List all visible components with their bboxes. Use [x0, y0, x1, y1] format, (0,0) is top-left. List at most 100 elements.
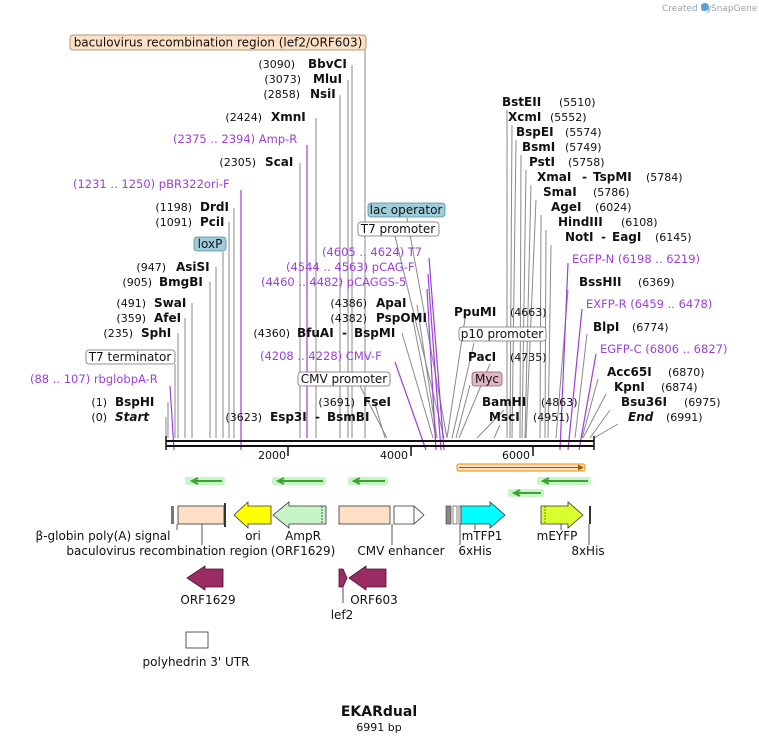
mtfp1-feature [460, 501, 506, 529]
pcii-position: (1091) [155, 216, 192, 229]
scale-tick-2000: 2000 [258, 449, 286, 462]
asisi-label: AsiSI [176, 260, 210, 274]
plasmid-size: 6991 bp [356, 721, 401, 734]
meyfp-label: mEYFP [537, 529, 578, 543]
green-arrow-1-icon [185, 477, 225, 485]
scale-tick-6000: 6000 [502, 449, 530, 462]
his8-label: 8xHis [571, 544, 604, 558]
bsteii-position: (5510) [559, 96, 596, 109]
blpi-position: (6774) [632, 321, 669, 334]
pspomi-position: (4382) [330, 312, 367, 325]
kpni-position: (6874) [661, 381, 698, 394]
bglobin-polya-label: β-globin poly(A) signal [36, 529, 171, 543]
rbglobpa-primer-label: (88 .. 107) rbglobpA-R [30, 372, 158, 386]
ori-feature [233, 501, 272, 529]
baculo-region-label: baculovirus recombination region (lef2/O… [69, 34, 367, 51]
acc65i-position: (6870) [668, 366, 705, 379]
msci-position: (4951) [533, 411, 570, 424]
ampr-primer-label: (2375 .. 2394) Amp-R [173, 132, 297, 146]
green-arrow-3-icon [348, 477, 388, 485]
hindiii-position: (6108) [621, 216, 658, 229]
smai-position: (5786) [593, 186, 630, 199]
orf1629-feature [186, 565, 224, 591]
bsu36i-position: (6975) [684, 396, 721, 409]
drdi-position: (1198) [155, 201, 192, 214]
msci-label: MscI [489, 410, 520, 424]
afei-position: (359) [116, 312, 146, 325]
bspei-position: (5574) [565, 126, 602, 139]
primer-lines [169, 145, 597, 451]
svg-text:loxP: loxP [198, 237, 223, 251]
cmv-promoter-label: CMV promoter [297, 371, 391, 387]
fsei-position: (3691) [318, 396, 355, 409]
esp3i-position: (3623) [225, 411, 262, 424]
ori-label: ori [245, 529, 261, 543]
orf-orange-bar [456, 463, 586, 472]
eagi-dash: - [601, 230, 606, 244]
bamhi-position: (4863) [541, 396, 578, 409]
loxp-label: loxP [193, 236, 227, 252]
paci-position: (4735) [510, 351, 547, 364]
green-arrow-2-icon [272, 477, 326, 485]
ampr-label: AmpR [285, 529, 321, 543]
tspmi-position: (5784) [646, 171, 683, 184]
ampr-orf1629-label: (ORF1629) [271, 544, 336, 558]
lef2-feature [338, 568, 348, 603]
svg-text:baculovirus recombination regi: baculovirus recombination region (lef2/O… [74, 36, 363, 50]
start-label: Start [115, 410, 150, 424]
bspei-label: BspEI [516, 125, 554, 139]
apai-label: ApaI [376, 296, 406, 310]
psti-label: PstI [529, 155, 555, 169]
svg-text:T7 promoter: T7 promoter [360, 222, 436, 236]
asisi-position: (947) [136, 261, 166, 274]
xmni-label: XmnI [271, 110, 306, 124]
baculo-region-feature [177, 503, 226, 527]
bsmi-label: BsmI [522, 140, 555, 154]
baculo-region-feature-label: baculovirus recombination region [66, 544, 267, 558]
polyhedrin-utr-feature [185, 631, 209, 649]
bbvci-label: BbvCI [308, 57, 347, 71]
lac-operator-label: lac operator [367, 202, 446, 218]
svg-text:CMV promoter: CMV promoter [301, 372, 388, 386]
p10-promoter-label: p10 promoter [458, 326, 547, 342]
feature-pointer-lines [176, 524, 590, 545]
lef2-label: lef2 [331, 608, 354, 622]
pcaggs-5-primer-label: (4460 .. 4482) pCAGGS-5 [261, 275, 406, 289]
egfp-n-primer-label: EGFP-N (6198 .. 6219) [572, 252, 700, 266]
snapgene-logo-icon [701, 3, 709, 11]
exfp-r-primer-label: EXFP-R (6459 .. 6478) [586, 297, 712, 311]
noti-label: NotI [565, 230, 594, 244]
cmv-enhancer-label: CMV enhancer [357, 544, 444, 558]
bbvci-position: (3090) [258, 58, 295, 71]
leader-lines [165, 50, 619, 439]
polyhedrin-utr-label: polyhedrin 3' UTR [143, 655, 250, 669]
his6-label: 6xHis [458, 544, 491, 558]
xcmi-label: XcmI [508, 110, 541, 124]
plasmid-name: EKARdual [341, 704, 417, 720]
mlui-label: MluI [313, 72, 342, 86]
xcmi-position: (5552) [550, 111, 587, 124]
paci-label: PacI [468, 350, 496, 364]
hindiii-label: HindIII [558, 215, 603, 229]
bmgbi-position: (905) [122, 276, 152, 289]
agei-label: AgeI [551, 200, 581, 214]
orf603-label: ORF603 [350, 593, 398, 607]
scai-label: ScaI [265, 155, 293, 169]
scai-position: (2305) [219, 156, 256, 169]
acc65i-label: Acc65I [607, 365, 652, 379]
orf1629-label: ORF1629 [180, 593, 235, 607]
bspmi-dash: - [342, 326, 347, 340]
ampr-feature [272, 501, 327, 529]
feature-tick-left [171, 506, 174, 524]
bsphi-label: BspHI [115, 395, 154, 409]
psti-position: (5758) [568, 156, 605, 169]
cmv-f-primer-label: (4208 .. 4228) CMV-F [260, 349, 382, 363]
blpi-label: BlpI [593, 320, 619, 334]
ppumi-position: (4663) [510, 306, 547, 319]
bspmi-label: BspMI [354, 326, 395, 340]
esp3i-label: Esp3I [270, 410, 307, 424]
ppumi-label: PpuMI [454, 305, 496, 319]
sphi-position: (235) [103, 327, 133, 340]
kpni-label: KpnI [614, 380, 645, 394]
